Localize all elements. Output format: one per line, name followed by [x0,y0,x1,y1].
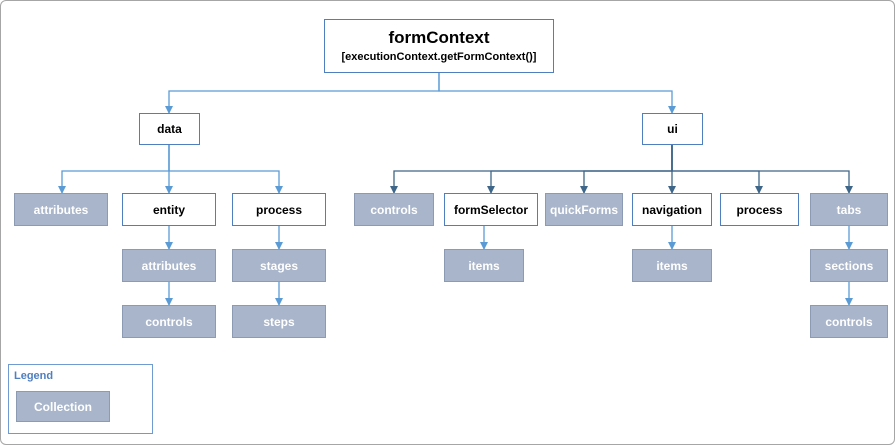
sections-controls-node: controls [810,305,888,338]
connector-ui-controls [390,145,673,194]
connector-ui-process [671,145,763,194]
formcontext-subtitle: [executionContext.getFormContext()] [341,51,537,63]
connector-ui-tabs [671,145,853,194]
entity-node: entity [122,193,216,226]
legend-title: Legend [14,370,54,382]
connector-data-process [168,145,283,194]
legend-collection-swatch: Collection [16,391,110,422]
stages-node: stages [232,249,326,282]
entity-attributes-node: attributes [122,249,216,282]
formcontext-title: formContext [388,28,490,47]
quickforms-node: quickForms [545,193,623,226]
connector-root-data [165,73,440,114]
ui-process-node: process [720,193,799,226]
entity-controls-node: controls [122,305,216,338]
connector-ui-formselector [487,145,673,194]
steps-node: steps [232,305,326,338]
connector-ui-quickforms [580,145,673,194]
navigation-items-node: items [632,249,712,282]
formcontext-node: formContext [executionContext.getFormCon… [324,19,554,73]
formselector-items-node: items [444,249,524,282]
sections-node: sections [810,249,888,282]
data-attributes-node: attributes [14,193,108,226]
navigation-node: navigation [632,193,712,226]
ui-node: ui [642,113,703,145]
legend: Legend Collection [8,364,153,434]
tabs-node: tabs [810,193,888,226]
connector-data-attributes [58,145,170,194]
ui-controls-node: controls [354,193,434,226]
connector-root-ui [438,73,676,114]
data-node: data [139,113,200,145]
formselector-node: formSelector [444,193,538,226]
data-process-node: process [232,193,326,226]
